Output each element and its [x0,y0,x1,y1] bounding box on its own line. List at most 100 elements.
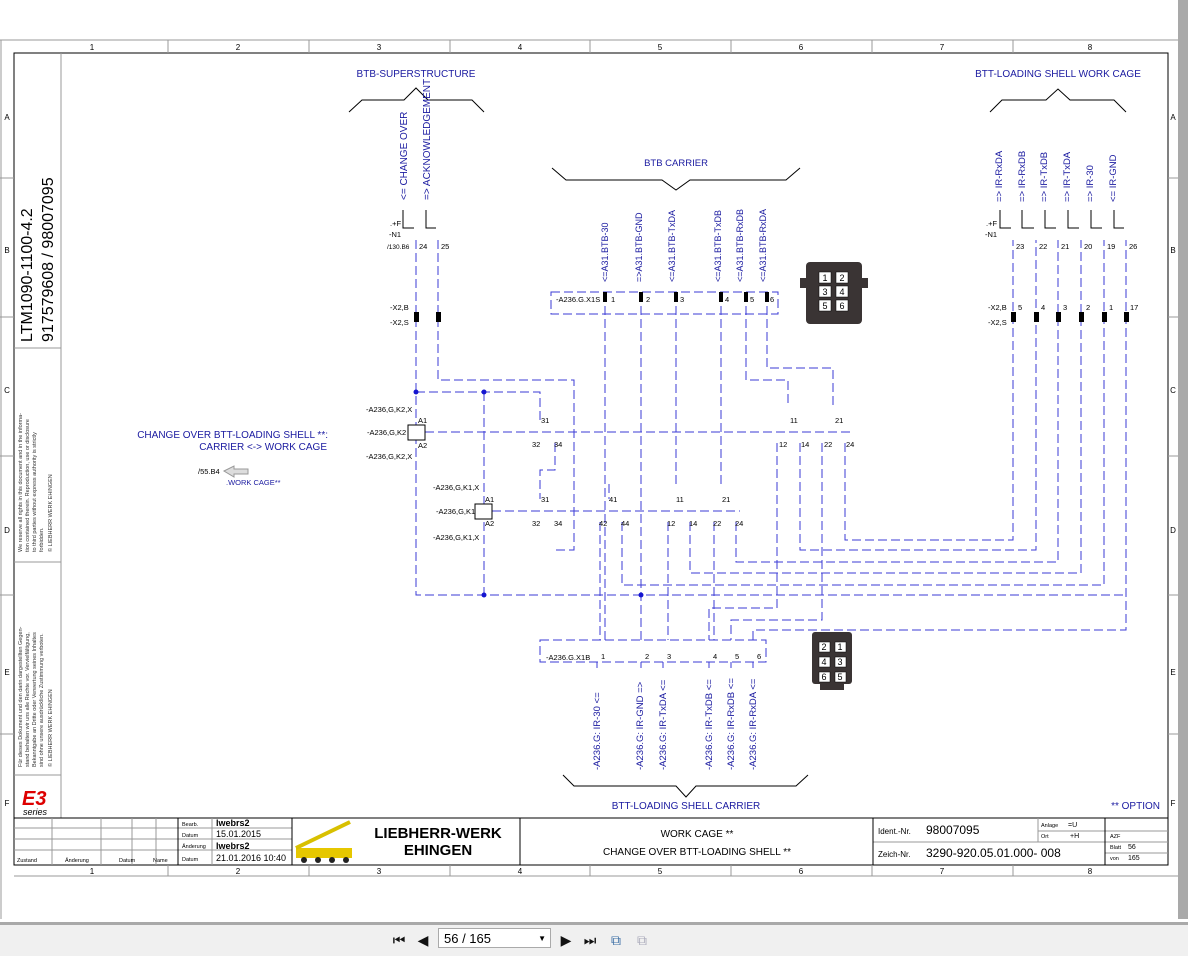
label-text: 4 [713,652,717,661]
label-text: 5 [735,652,739,661]
label-text: 2 [821,642,826,652]
carrier-signal: -A236.G: IR-TxDA <= [658,679,669,770]
label-text: Zeich-Nr. [878,850,910,859]
label-text: 34 [554,440,562,449]
label-text: 22 [713,519,721,528]
cross-reference-arrow-icon[interactable] [222,465,249,478]
work-cage-signal: => IR-30 [1085,165,1096,202]
next-page-icon: ▶ [560,932,572,948]
sheet-title-1: WORK CAGE ** [661,829,734,840]
btb-superstructure-label: BTB-SUPERSTRUCTURE [357,69,476,80]
label-text: 21 [722,495,730,504]
label-text: 4 [839,287,844,297]
col-label: 1 [90,867,95,876]
last-page-icon: ⏭ [583,932,597,948]
label-text: Für dieses Dokument und den darin darges… [18,626,24,767]
label-text: 5 [837,672,842,682]
label-text: =U [1068,822,1077,829]
col-label: 8 [1088,43,1093,52]
label-text: We reserve all rights in this document a… [18,413,24,552]
label-text: 17 [1130,303,1138,312]
label-text: 165 [1128,855,1140,862]
label-text: Datum [182,833,199,839]
e3-logo: E3 [22,788,46,810]
label-text: -N1 [985,230,997,239]
label-text: 31 [541,416,549,425]
label-text: .+F [986,219,997,228]
btb-signal: <=A31.BTB-RxDB [735,209,745,282]
work-cage-signal: <= IR-GND [1108,154,1119,202]
vertical-scrollbar[interactable] [1178,0,1188,919]
next-view-button[interactable]: ⧉ [633,931,651,949]
first-page-button[interactable]: ⏮ [390,931,408,949]
previous-view-button[interactable]: ⧉ [607,931,625,949]
label-text: -A236,G,K1,X [433,533,479,542]
label-text: -X2,S [988,318,1007,327]
label-text: -A236,G,K1,X [433,483,479,492]
change-over-note: CHANGE OVER BTT-LOADING SHELL **: [137,430,328,441]
carrier-signal: -A236.G: IR-TxDB <= [704,679,715,770]
label-text: 12 [779,440,787,449]
last-page-button[interactable]: ⏭ [581,931,599,949]
label-text: 21 [1061,242,1069,251]
col-label: 1 [90,43,95,52]
dropdown-arrow-icon[interactable]: ▼ [538,934,546,943]
sheet-title-2: CHANGE OVER BTT-LOADING SHELL ** [603,847,791,858]
label-text: 21 [835,416,843,425]
label-text: 3 [837,657,842,667]
label-text: 5 [750,295,754,304]
col-label: 3 [377,867,382,876]
label-text: Datum [182,857,199,863]
next-view-icon: ⧉ [637,932,647,948]
wiring [415,240,1127,668]
ident-number: 98007095 [926,823,980,837]
label-text: stand behalten wir uns alle Rechte vor. … [25,632,31,767]
col-label: 8 [1088,867,1093,876]
label-text: 14 [801,440,809,449]
company-logo: EHINGEN [404,842,472,859]
relay-k1-label: -A236,G,K1 [436,507,475,516]
page-navigation-toolbar: ⏮ ◀ 56 / 165▼ ▶ ⏭ ⧉ ⧉ [0,922,1188,956]
row-label: B [4,246,9,255]
btb-signal: <=A31.BTB-TxDA [667,210,677,282]
btt-carrier-label: BTT-LOADING SHELL CARRIER [612,801,761,812]
label-text: 11 [676,495,684,504]
change-over-signal: <= CHANGE OVER [399,112,410,200]
next-page-button[interactable]: ▶ [557,931,575,949]
label-text: Name [153,858,168,864]
label-text: Änderung [182,843,206,850]
row-label: E [4,668,9,677]
label-text: Bearb. [182,822,199,828]
label-text: 2 [1086,303,1090,312]
label-text: sind ohne unsere ausdrückliche Zustimmun… [39,633,45,767]
feedthrough-arrows [402,210,1124,520]
label-text: 6 [770,295,774,304]
label-text: 1 [822,273,827,283]
document-numbers: 917579608 / 98007095 [40,177,57,342]
label-text: 11 [790,416,798,425]
row-label: F [5,799,10,808]
modified-by: lwebrs2 [216,841,250,851]
label-text: .+F [390,219,401,228]
author: lwebrs2 [216,818,250,828]
label-text: A2 [485,519,494,528]
label-text: A1 [485,495,494,504]
label-text: tion contained therein. Reproduction, us… [25,419,31,552]
label-text: Ort [1041,834,1049,840]
btb-signal: =>A31.BTB-GND [634,212,644,282]
col-label: 7 [940,43,945,52]
label-text: -N1 [389,230,401,239]
label-text: 24 [419,242,427,251]
copyright-notice-de: Für dieses Dokument und den darin darges… [18,626,54,767]
previous-page-button[interactable]: ◀ [414,931,432,949]
label-text: forbidden. [39,527,45,552]
label-text: 6 [757,652,761,661]
page-number-input[interactable]: 56 / 165▼ [438,928,551,948]
work-cage-signal: => IR-RxDB [1017,151,1028,202]
btb-signal: <=A31.BTB-30 [600,222,610,282]
btb-signal: <=A31.BTB-RxDA [758,209,768,282]
model-number: LTM1090-1100-4.2 [19,208,36,342]
